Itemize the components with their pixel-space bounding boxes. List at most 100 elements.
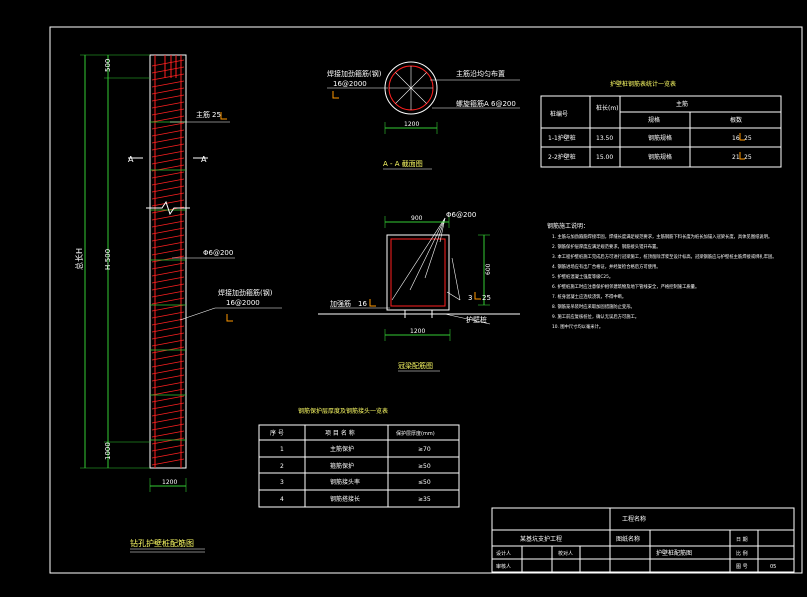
rebar-th-id: 桩编号: [550, 110, 568, 118]
rebar-r0-type: 钢筋规格: [648, 134, 672, 142]
cover-r3-no: 4: [280, 496, 284, 503]
spiral-segment: [151, 199, 185, 207]
rebar-marker-icon: [739, 133, 745, 141]
section-mark-left: A: [128, 155, 134, 164]
notes-line: 9. 施工前应复核桩位，确认无误后方可施工。: [552, 313, 639, 320]
spiral-segment: [151, 437, 185, 445]
spiral-segment: [151, 367, 185, 375]
spiral-segment: [151, 311, 185, 319]
rebar-marker-icon: [332, 91, 339, 99]
stiffener-spec: 16@2000: [226, 299, 260, 307]
spiral-segment: [151, 297, 185, 305]
spiral-segment: [151, 409, 185, 417]
cover-r1-no: 2: [280, 463, 284, 470]
pile-outline: [149, 54, 187, 469]
main-bar-label: 主筋: [196, 110, 210, 119]
spiral-segment: [151, 402, 185, 410]
tb-sheet-no: 05: [770, 564, 776, 570]
pile-elevation: 500 总长H H-500 1000 1200 主筋 25 A A Φ6@200…: [74, 54, 282, 553]
stiffener-label: 焊接加劲箍筋(钢): [218, 288, 273, 297]
beam-stirrup-label: Φ6@200: [446, 211, 476, 219]
rebar-marker-icon: [474, 292, 481, 300]
radial-bar: [395, 87, 412, 104]
spiral-segment: [151, 178, 185, 186]
spiral-segment: [151, 458, 185, 466]
spiral-segment: [151, 339, 185, 347]
section-mark-right: A: [201, 155, 207, 164]
beam-height-dim: 600: [485, 263, 492, 275]
spiral-segment: [151, 143, 185, 151]
spiral-segment: [151, 283, 185, 291]
spiral-segment: [151, 395, 185, 403]
stiffener-rings: [150, 121, 186, 441]
tb-sheet-label: 图 号: [736, 564, 748, 570]
rebar-r0-length: 13.50: [596, 135, 613, 142]
spiral-segment: [151, 318, 185, 326]
spiral-segment: [151, 276, 185, 284]
section-spiral-label: 螺旋箍筋A 6@200: [456, 99, 516, 108]
notes-line: 8. 钢筋笼吊装时应采取加固措施防止变形。: [552, 303, 635, 310]
rebar-r1-id: 2-2护壁桩: [548, 153, 576, 161]
spiral-segment: [151, 213, 185, 221]
cover-r2-value: ≤50: [418, 479, 431, 486]
pile-title: 钻孔护壁桩配筋图: [130, 538, 194, 548]
spiral-segment: [151, 192, 185, 200]
spiral-segment: [151, 87, 185, 95]
rebar-r0-spec: 25: [744, 135, 752, 142]
cover-table: 钢筋保护层厚度及钢筋接头一览表 序 号 项 目 名 称 保护层厚度(mm) 1 …: [258, 407, 460, 508]
tb-scale-label: 比 例: [736, 550, 748, 557]
dim-total: 总长H: [74, 248, 84, 270]
notes-line: 2. 钢筋保护层厚度应满足规范要求，钢筋接头错开布置。: [552, 243, 661, 250]
beam-stirrup: [390, 238, 446, 307]
tb-checker: 校对人: [558, 550, 573, 557]
spiral-segment: [151, 269, 185, 277]
cover-th-value: 保护层厚度(mm): [396, 430, 435, 437]
rebar-marker-icon: [369, 299, 376, 307]
rebar-r1-type: 钢筋规格: [648, 153, 672, 161]
spiral-segment: [151, 241, 185, 249]
cover-r1-value: ≥50: [418, 463, 431, 470]
spiral-segment: [151, 136, 185, 144]
dim-middle: H-500: [104, 249, 112, 270]
spiral-segment: [151, 108, 185, 116]
rebar-table-title: 护壁桩钢筋表统计一览表: [610, 80, 676, 88]
beam-title: 冠梁配筋图: [398, 361, 433, 370]
spiral-segment: [151, 416, 185, 424]
beam-right-spec: 3: [468, 294, 472, 302]
beam-bottom-label: 护壁桩: [466, 315, 487, 324]
stirrup-label: Φ6@200: [203, 249, 233, 257]
notes-line: 7. 桩身混凝土应连续浇筑，不得中断。: [552, 293, 626, 300]
rebar-r1-spec: 25: [744, 154, 752, 161]
cover-r0-no: 1: [280, 446, 284, 453]
spiral-segment: [151, 325, 185, 333]
section-stiffener-spec: 16@2000: [333, 80, 367, 88]
rebar-r1-qty: 21: [732, 154, 740, 161]
cover-r0-value: ≥70: [418, 446, 431, 453]
main-bar-spec: 25: [212, 111, 221, 119]
beam-bottom-dim: 1200: [410, 328, 425, 335]
spiral-segment: [151, 157, 185, 165]
rebar-marker-icon: [739, 152, 745, 160]
tb-approver: 审核人: [496, 563, 511, 570]
spiral-segment: [151, 66, 185, 74]
cover-th-no: 序 号: [270, 429, 284, 437]
rebar-r0-id: 1-1护壁桩: [548, 134, 576, 142]
section-title: A - A 截面图: [383, 159, 423, 168]
spiral-segment: [151, 234, 185, 242]
spiral-segment: [151, 171, 185, 179]
spiral-stirrup: [151, 59, 185, 466]
spiral-segment: [151, 262, 185, 270]
spiral-segment: [151, 451, 185, 459]
cover-r3-value: ≥35: [418, 496, 431, 503]
spiral-segment: [151, 122, 185, 130]
spiral-segment: [151, 59, 185, 67]
cover-r2-name: 钢筋接头率: [330, 478, 360, 486]
section-main-bar-label: 主筋沿均匀布置: [456, 69, 505, 78]
break-mark: [146, 200, 190, 216]
cover-r1-name: 箍筋保护: [330, 462, 354, 470]
title-block: 某基坑支护工程 工程名称 图纸名称 护壁桩配筋图 设计人 校对人 审核人 日 期…: [491, 507, 795, 573]
spiral-segment: [151, 94, 185, 102]
spiral-segment: [151, 80, 185, 88]
spiral-segment: [151, 353, 185, 361]
